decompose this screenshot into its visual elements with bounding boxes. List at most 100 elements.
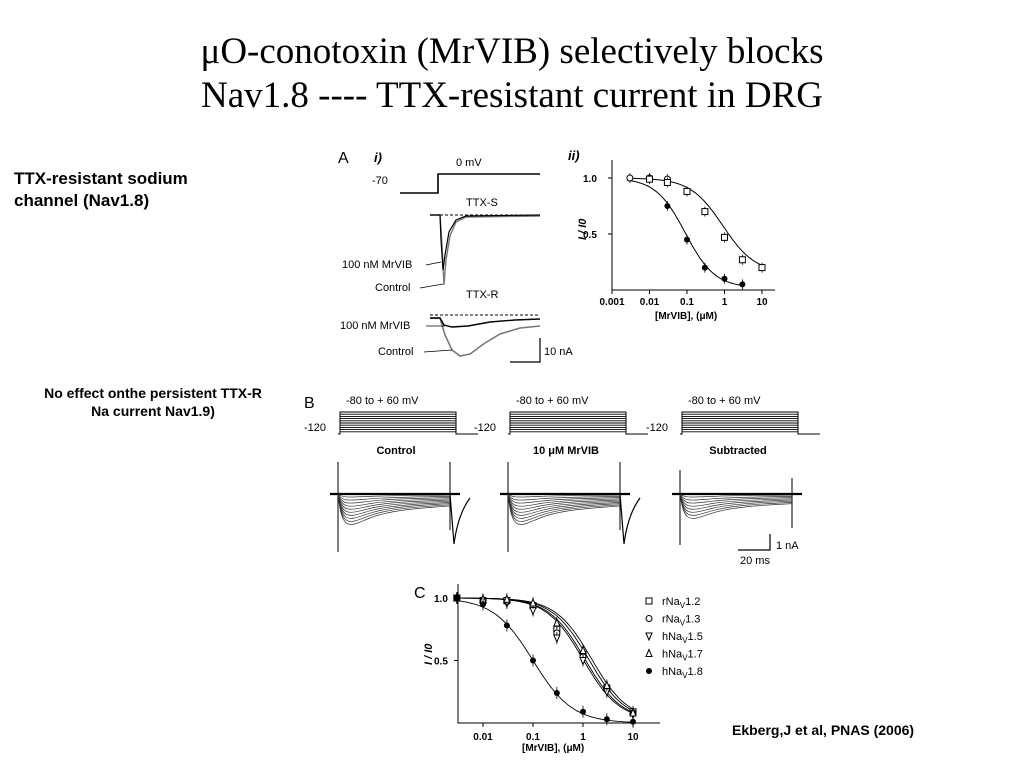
panel-a-data-point (626, 174, 634, 182)
panel-a-scale-bar (510, 338, 541, 363)
panel-a-data-point (701, 264, 708, 271)
panel-c-fit-curve (458, 597, 634, 710)
panel-c-data-point (630, 718, 636, 725)
ttx-s-control-label: Control (375, 282, 410, 294)
panel-c-legend-marker (646, 668, 652, 674)
panel-a-xtick-label: 0.1 (680, 297, 694, 308)
panel-b-current-trace (679, 493, 793, 507)
panel-c-xtick-label: 1 (580, 732, 586, 743)
panel-a-data-point (738, 256, 746, 264)
panel-c-legend-label: rNaV1.2 (662, 596, 700, 610)
title-line-2: Nav1.8 ---- TTX-resistant current in DRG (201, 75, 823, 116)
panel-c-data-point (503, 593, 511, 603)
panel-c-data-point (603, 716, 610, 723)
panel-b-current-trace (337, 493, 451, 501)
panel-b-current-trace (337, 493, 451, 519)
panel-a-traces: A i) -70 0 mV TTX-S 100 nM MrVIB Control… (338, 150, 573, 363)
nav18-note: TTX-resistant sodium channel (Nav1.8) (14, 168, 188, 212)
panel-a-ytick-label: 1.0 (583, 174, 597, 185)
ttx-r-mrvib-trace (430, 317, 541, 328)
panel-b-hold-label: -120 (474, 422, 496, 434)
panel-b-current-trace (337, 493, 451, 510)
panel-b-scale-time: 20 ms (740, 555, 770, 567)
panel-b-current-trace (679, 493, 793, 519)
panel-c-ylabel: I / I0 (423, 643, 435, 665)
panel-b-protocol-label: -80 to + 60 mV (688, 395, 761, 407)
panel-b-current-trace (507, 493, 621, 525)
panel-b-current-trace (337, 493, 451, 513)
panel-b-scale-current: 1 nA (776, 540, 799, 552)
panel-b-current-trace (507, 493, 621, 522)
panel-c-data-point (579, 657, 587, 666)
panel-b-current-trace (337, 493, 451, 516)
panel-a-data-point (683, 187, 691, 195)
panel-b-current-trace (337, 493, 451, 522)
panel-a-xtick-label: 0.001 (599, 297, 624, 308)
ttx-s-control-pointer (419, 283, 444, 289)
panel-b-current-trace (679, 493, 793, 516)
panel-a-xtick-label: 10 (756, 297, 768, 308)
panel-a-data-point (646, 175, 653, 183)
panel-c-xtick-label: 10 (627, 732, 639, 743)
panel-b-current-trace (679, 493, 793, 510)
panel-a-xtick-label: 0.01 (640, 297, 660, 308)
panel-a-ytick-label: 0.5 (583, 230, 597, 241)
panel-a-plot-axes (611, 160, 775, 291)
panel-a-data-point (684, 236, 690, 243)
panel-a-data-point (739, 281, 746, 288)
ttx-r-control-pointer (423, 349, 453, 353)
panel-b-current-trace (337, 493, 451, 507)
panel-b-current-trace (679, 493, 793, 501)
panel-b-hold-label: -120 (646, 422, 668, 434)
panel-b-current-trace (507, 493, 621, 516)
panel-c-legend-marker (645, 632, 653, 642)
panel-c-fit-curve (457, 600, 634, 723)
panel-a-data-point (758, 264, 766, 272)
nav19-note: No effect onthe persistent TTX-R Na curr… (14, 384, 292, 420)
panel-a-letter: A (338, 150, 349, 167)
protocol-step: 0 mV (456, 157, 482, 169)
ttx-s-control-trace (430, 214, 541, 286)
panel-a-scale-label: 10 nA (544, 346, 573, 358)
panel-a-fit-curve (626, 179, 744, 287)
panel-c-data-point (503, 622, 510, 629)
panel-b-current-trace (507, 493, 621, 519)
panel-c-xtick-label: 0.1 (526, 732, 540, 743)
panel-c-data-point (580, 708, 586, 715)
panel-a-data-point (701, 208, 709, 216)
panel-a-data-point (721, 233, 728, 241)
panel-c-xlabel: [MrVIB], (μM) (522, 743, 584, 754)
panel-c-data-point (553, 634, 561, 644)
panel-a-plot-xlabel: [MrVIB], (μM) (655, 311, 717, 322)
protocol-hold: -70 (372, 175, 388, 187)
panel-b-title: 10 μM MrVIB (533, 445, 599, 457)
panel-c-legend-marker (645, 615, 653, 622)
panel-c-letter: C (414, 585, 426, 602)
panel-c-ytick-label: 1.0 (434, 594, 448, 605)
panel-a-xtick-label: 1 (722, 297, 728, 308)
panel-c-legend-label: rNaV1.3 (662, 614, 700, 628)
panel-a-data-point (664, 203, 671, 209)
nav19-note-line-1: No effect onthe persistent TTX-R (44, 385, 262, 401)
panel-a-data-point (663, 178, 671, 186)
panel-c-ytick-label: 0.5 (434, 657, 448, 668)
panel-c-legend-marker (645, 597, 653, 605)
ttx-s-mrvib-label: 100 nM MrVIB (342, 259, 412, 271)
panel-c-legend-label: hNaV1.5 (662, 631, 703, 645)
slide-title: μO-conotoxin (MrVIB) selectively blocks … (0, 30, 1024, 118)
ttx-r-control-trace (430, 317, 541, 357)
panel-b-current-trace (507, 493, 621, 504)
panel-c-data-point (530, 657, 536, 664)
ttx-r-label: TTX-R (466, 289, 498, 301)
panel-c-legend-label: hNaV1.8 (662, 666, 703, 680)
ttx-r-control-label: Control (378, 346, 413, 358)
panel-b-tail-current (449, 493, 471, 545)
panel-c-data-point (553, 690, 560, 696)
panel-b-current-trace (507, 493, 621, 498)
nav18-note-line-2: channel (Nav1.8) (14, 191, 150, 210)
